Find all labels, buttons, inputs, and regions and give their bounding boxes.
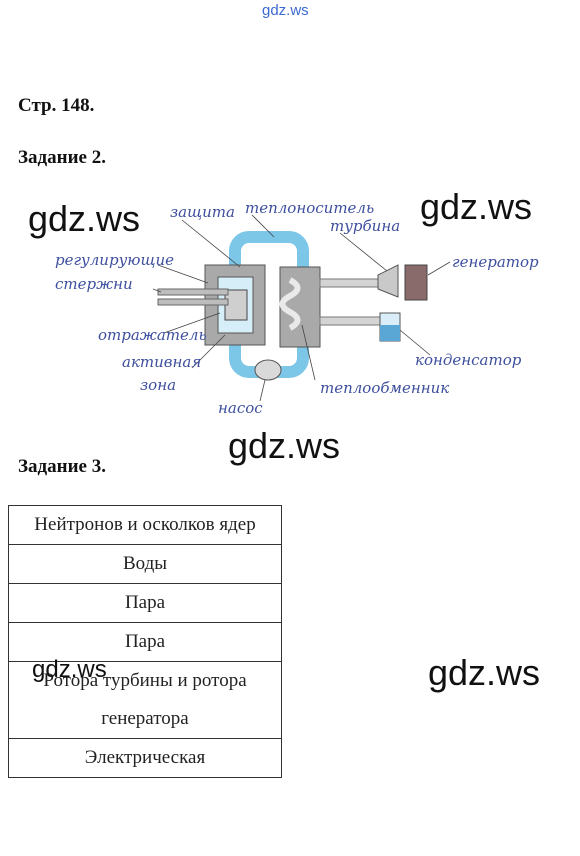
label-core-2: зона [140, 376, 176, 394]
reactor-diagram: защита теплоноситель турбина генератор р… [55, 199, 539, 417]
watermark-4: gdz.ws [32, 656, 107, 683]
answer-cell: Нейтронов и осколков ядер [8, 505, 282, 545]
table-row: Пара [8, 583, 282, 623]
label-reflector: отражатель [98, 326, 207, 344]
generator [404, 264, 428, 301]
table-row: Нейтронов и осколков ядер [8, 505, 282, 545]
answer-cell: Пара [8, 583, 282, 623]
task-3-title: Задание 3. [18, 456, 106, 477]
label-coolant: теплоноситель [245, 199, 374, 217]
answer-cell: Ротора турбины и ротора генератора [8, 661, 282, 739]
label-generator: генератор [452, 253, 539, 271]
watermark-2: gdz.ws [420, 186, 533, 227]
pump [254, 359, 282, 381]
table-row: Воды [8, 544, 282, 584]
table-row: Пара [8, 622, 282, 662]
label-turbine: турбина [330, 217, 400, 235]
table-row: Ротора турбины и ротора генератора [8, 661, 282, 739]
watermark-1: gdz.ws [28, 198, 141, 239]
label-control-rods-2: стержни [55, 275, 133, 293]
answer-cell: Воды [8, 544, 282, 584]
control-rod-2 [157, 298, 229, 306]
watermark-5: gdz.ws [428, 652, 541, 693]
label-condenser: конденсатор [415, 351, 522, 369]
task-2-title: Задание 2. [18, 147, 106, 168]
answer-cell: Пара [8, 622, 282, 662]
answer-cell: Электрическая [8, 738, 282, 778]
answers-table: Нейтронов и осколков ядер Воды Пара Пара… [8, 505, 282, 778]
control-rod-1 [157, 288, 229, 296]
steam-pipe [319, 278, 381, 288]
label-pump: насос [218, 399, 263, 417]
page-reference: Стр. 148. [18, 95, 95, 116]
watermark-3: gdz.ws [228, 425, 341, 466]
watermark-top: gdz.ws [262, 2, 309, 19]
label-heat-exchanger: теплообменник [320, 379, 449, 397]
table-row: Электрическая [8, 738, 282, 778]
label-protection: защита [170, 203, 235, 221]
label-core-1: активная [122, 353, 201, 371]
return-pipe [319, 316, 381, 326]
heat-exchanger-coil [279, 277, 301, 331]
condenser-water [380, 325, 400, 341]
label-control-rods-1: регулирующие [55, 251, 174, 269]
turbine [377, 264, 399, 298]
